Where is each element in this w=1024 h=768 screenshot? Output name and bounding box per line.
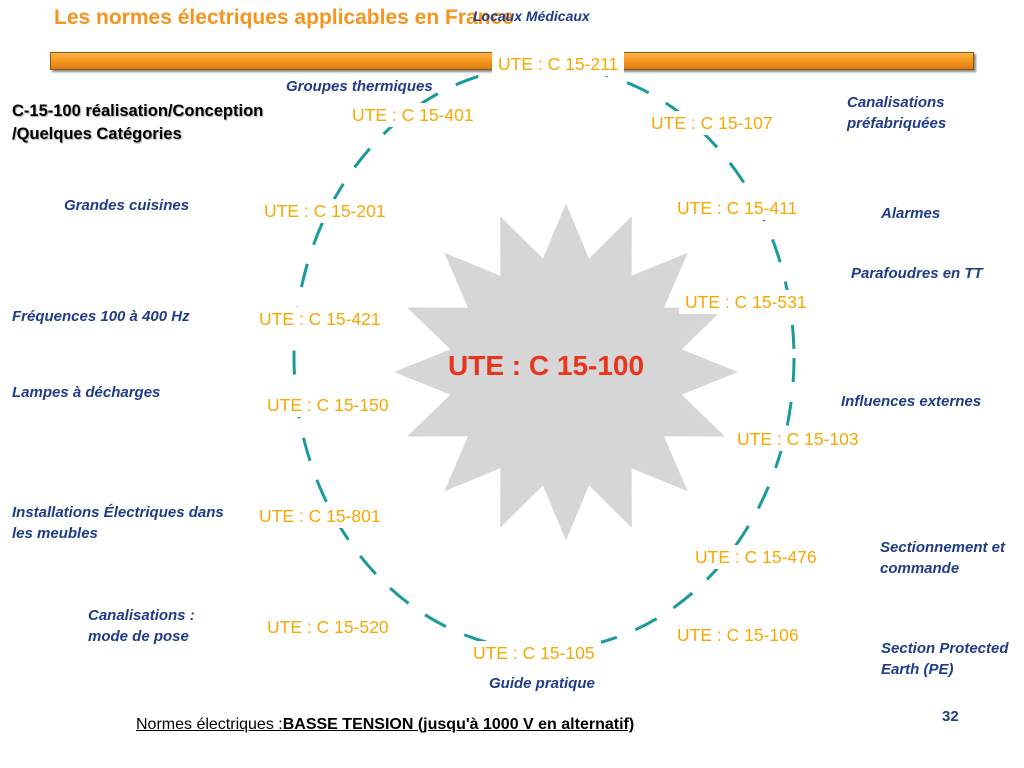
footer-prefix: Normes électriques : (136, 716, 283, 733)
label-frequences: Fréquences 100 à 400 Hz (12, 308, 190, 325)
label-sectionnement: Sectionnement et commande (880, 539, 1006, 577)
code-c15-531: UTE : C 15-531 (679, 290, 813, 314)
label-guide-pratique: Guide pratique (489, 675, 595, 692)
center-star-burst (394, 203, 738, 541)
label-lampes-decharges: Lampes à décharges (12, 384, 161, 401)
code-c15-106: UTE : C 15-106 (671, 623, 805, 647)
code-c15-103: UTE : C 15-103 (731, 427, 865, 451)
code-c15-401: UTE : C 15-401 (346, 103, 480, 127)
code-c15-801: UTE : C 15-801 (253, 504, 387, 528)
code-c15-520: UTE : C 15-520 (261, 615, 395, 639)
slide-title: Les normes électriques applicables en Fr… (54, 6, 514, 29)
label-canalisations-pose: Canalisations : mode de pose (88, 607, 195, 645)
label-locaux-medicaux: Locaux Médicaux (473, 8, 590, 24)
slide-subtitle: C-15-100 réalisation/Conception /Quelque… (12, 102, 264, 143)
center-code-c15-100: UTE : C 15-100 (448, 350, 645, 381)
label-installations-meubles: Installations Électriques dans les meubl… (12, 504, 224, 542)
label-influences-externes: Influences externes (841, 393, 982, 410)
code-c15-150: UTE : C 15-150 (261, 393, 395, 417)
label-canalisations-prefabriquees: Canalisations préfabriquées (847, 94, 947, 132)
label-parafoudres: Parafoudres en TT (851, 265, 983, 282)
label-grandes-cuisines: Grandes cuisines (64, 197, 190, 214)
page-number: 32 (942, 708, 959, 725)
code-c15-476: UTE : C 15-476 (689, 545, 823, 569)
label-section-pe: Section Protected Earth (PE) (881, 640, 1009, 678)
code-c15-411: UTE : C 15-411 (671, 196, 804, 220)
footer-caption: Normes électriques :BASSE TENSION (jusqu… (136, 716, 634, 734)
label-groupes-thermiques: Groupes thermiques (286, 78, 433, 95)
footer-bold: BASSE TENSION (jusqu'à 1000 V en alterna… (282, 716, 635, 733)
code-c15-211: UTE : C 15-211 (492, 52, 625, 76)
code-c15-105: UTE : C 15-105 (467, 641, 601, 665)
code-c15-107: UTE : C 15-107 (645, 111, 779, 135)
label-alarmes: Alarmes (881, 205, 941, 222)
code-c15-201: UTE : C 15-201 (258, 199, 392, 223)
code-c15-421: UTE : C 15-421 (253, 307, 387, 331)
